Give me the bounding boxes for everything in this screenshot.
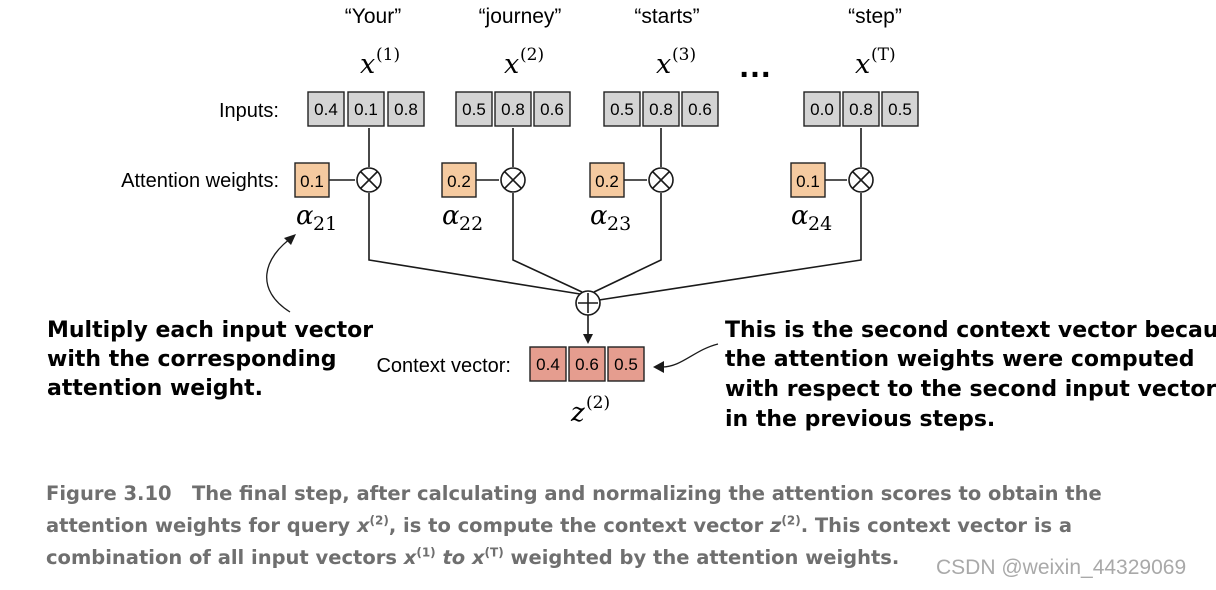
input-symbol: x [656, 49, 671, 80]
right-annotation-line: in the previous steps. [725, 407, 995, 432]
input-symbol: x [504, 49, 519, 80]
token-word: “step” [848, 5, 902, 28]
token-word: “starts” [634, 5, 699, 28]
attention-weights-label: Attention weights: [121, 170, 279, 192]
left-annotation-line: Multiply each input vector [47, 318, 373, 343]
input-symbol-superscript: (1) [376, 45, 400, 65]
caption-x: x [471, 546, 485, 569]
input-value: 0.8 [849, 100, 873, 119]
input-value: 0.5 [888, 100, 912, 119]
input-vector [803, 91, 919, 127]
input-symbol: x [855, 49, 870, 80]
input-symbol-superscript: (3) [672, 45, 696, 65]
left-annotation-line: with the corresponding [47, 347, 337, 372]
input-vector [455, 91, 571, 127]
token-word: “Your” [345, 5, 401, 28]
attention-weight-value: 0.1 [796, 172, 820, 191]
alpha-symbol: α [296, 201, 314, 231]
caption-sup: (2) [369, 513, 389, 528]
caption-sup: (1) [416, 545, 436, 560]
multiply-node [648, 167, 674, 193]
left-arrowhead [284, 234, 296, 245]
sum-node [575, 290, 601, 316]
multiply-node [848, 167, 874, 193]
attention-weight-value: 0.2 [595, 172, 619, 191]
caption-text: The final step, after calculating and no… [46, 482, 1102, 537]
left-annotation-line: attention weight. [47, 376, 263, 401]
caption-text: . This context vector is a combination o… [46, 514, 1073, 569]
multiply-node [356, 167, 382, 193]
input-value: 0.8 [649, 100, 673, 119]
input-value: 0.5 [610, 100, 634, 119]
attention-weight-value: 0.2 [447, 172, 471, 191]
figure-caption: Figure 3.10 The final step, after calcul… [46, 478, 1176, 574]
context-symbol: z [570, 398, 585, 428]
alpha-subscript: 24 [808, 213, 832, 235]
input-symbol-superscript: (2) [520, 45, 544, 65]
right-arrowhead [653, 361, 664, 373]
right-annotation-line: with respect to the second input vector [725, 377, 1216, 402]
token-word: “journey” [479, 5, 562, 28]
context-value: 0.6 [575, 355, 599, 374]
attention-weight-value: 0.1 [300, 172, 324, 191]
caption-text: weighted by the attention weights. [503, 546, 900, 569]
input-value: 0.4 [314, 100, 338, 119]
multiply-node [500, 167, 526, 193]
context-value: 0.5 [614, 355, 638, 374]
input-value: 0.0 [810, 100, 834, 119]
ellipsis: … [738, 47, 772, 85]
input-vector [603, 91, 719, 127]
caption-to: to [435, 546, 472, 569]
caption-sup: (T) [484, 545, 504, 560]
right-annotation-arrow [661, 343, 719, 368]
input-value: 0.6 [540, 100, 564, 119]
caption-z: z [770, 514, 782, 537]
attention-weight-cell [294, 162, 826, 198]
input-value: 0.1 [354, 100, 378, 119]
figure-number: Figure 3.10 [46, 482, 172, 505]
alpha-symbol: α [590, 201, 608, 231]
input-vector [307, 91, 425, 127]
context-value: 0.4 [536, 355, 560, 374]
input-symbol-superscript: (T) [871, 45, 896, 65]
alpha-symbol: α [791, 201, 809, 231]
alpha-subscript: 22 [459, 213, 483, 235]
watermark: CSDN @weixin_44329069 [936, 556, 1187, 579]
input-value: 0.6 [688, 100, 712, 119]
input-value: 0.5 [462, 100, 486, 119]
alpha-subscript: 23 [607, 213, 631, 235]
input-symbol: x [360, 49, 375, 80]
right-annotation-line: the attention weights were computed [725, 347, 1195, 372]
right-annotation-line: This is the second context vector becaus… [725, 318, 1216, 343]
context-symbol-superscript: (2) [586, 393, 610, 413]
input-value: 0.8 [394, 100, 418, 119]
alpha-subscript: 21 [313, 213, 337, 235]
down-arrowhead [583, 334, 593, 344]
caption-x: x [403, 546, 417, 569]
context-vector-label: Context vector: [376, 355, 511, 377]
left-annotation-arrow [266, 235, 295, 313]
alpha-symbol: α [442, 201, 460, 231]
caption-x: x [356, 514, 370, 537]
input-value: 0.8 [501, 100, 525, 119]
inputs-label: Inputs: [219, 100, 279, 122]
caption-sup: (2) [781, 513, 801, 528]
context-vector [529, 346, 645, 382]
connector-lines [329, 128, 862, 334]
caption-text: , is to compute the context vector [388, 514, 770, 537]
